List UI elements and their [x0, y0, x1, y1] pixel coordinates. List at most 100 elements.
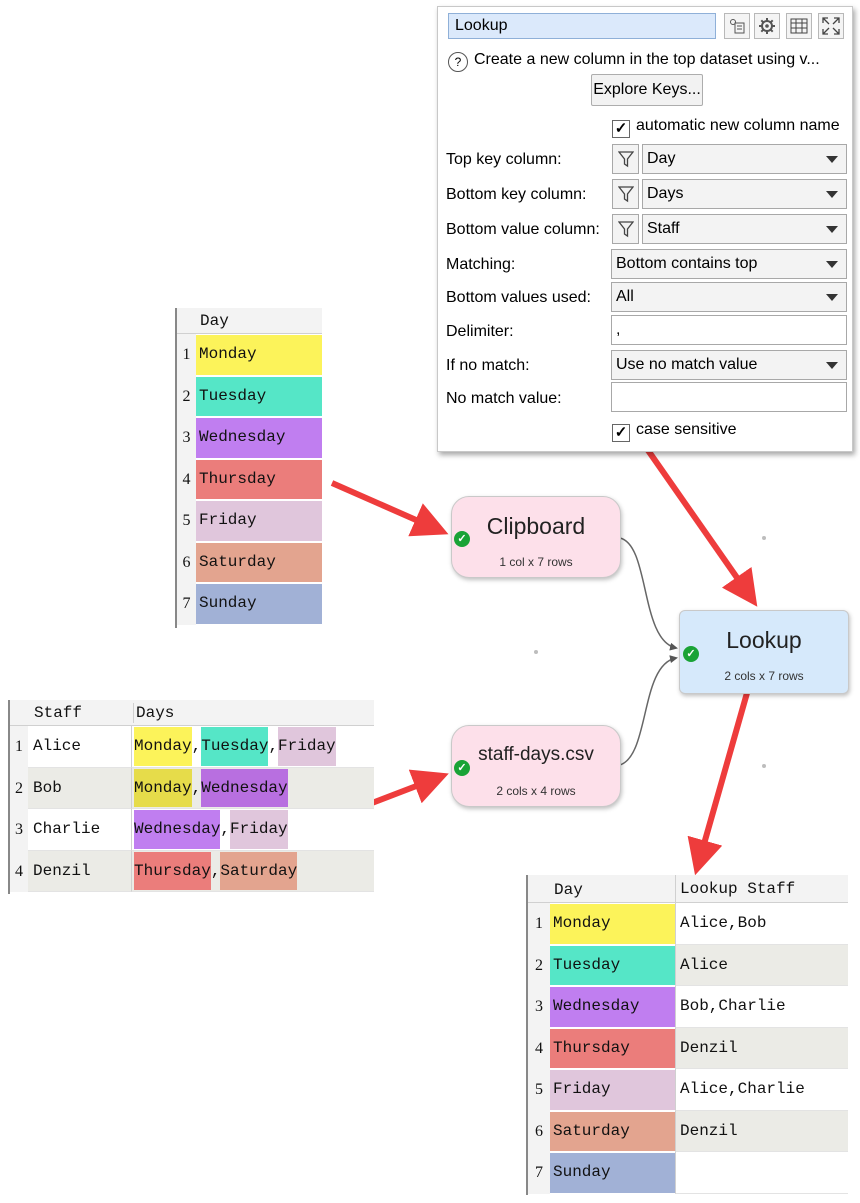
row-number: 5 — [177, 500, 196, 542]
node-title: Lookup — [726, 627, 802, 653]
arrow-lookup-to-result — [687, 692, 750, 876]
connector-csv-lookup — [619, 655, 678, 766]
no-match-value-label: No match value: — [446, 390, 562, 407]
chevron-down-icon — [826, 226, 838, 233]
checkbox-check[interactable]: ✓ — [612, 424, 630, 442]
calculator-icon[interactable] — [724, 13, 750, 39]
row-number: 4 — [528, 1027, 550, 1069]
chevron-down-icon — [826, 156, 838, 163]
auto-column-name-checkbox[interactable]: ✓automatic new column name — [612, 117, 850, 138]
table-cell-day[interactable]: Friday — [550, 1070, 675, 1110]
bottom-key-dropdown[interactable]: Days — [642, 179, 847, 209]
arrow-days-to-clipboard — [330, 480, 449, 537]
table-cell-day[interactable]: Thursday — [196, 459, 322, 499]
node-title: staff-days.csv — [478, 744, 594, 765]
delimiter-token: , — [220, 820, 231, 839]
row-number: 2 — [10, 767, 28, 809]
values-used-label: Bottom values used: — [446, 289, 591, 306]
table-cell-day[interactable]: Wednesday — [550, 987, 675, 1027]
explore-keys-button[interactable]: Explore Keys... — [591, 74, 703, 106]
row-number: 2 — [528, 944, 550, 986]
matching-dropdown[interactable]: Bottom contains top — [611, 249, 847, 279]
row-number: 5 — [528, 1069, 550, 1111]
table-cell-lookup-staff[interactable]: Alice — [675, 944, 848, 986]
table-cell-days[interactable]: Monday,Tuesday,Friday — [131, 726, 374, 768]
table-cell-staff[interactable]: Bob — [28, 767, 131, 809]
table-cell-day[interactable]: Tuesday — [550, 945, 675, 985]
node-subtitle: 2 cols x 7 rows — [724, 669, 804, 683]
arrow-panel-to-lookup — [642, 444, 758, 607]
filter-icon[interactable] — [612, 179, 639, 209]
column-header-staff: Staff — [34, 704, 83, 722]
column-header-day: Day — [200, 312, 229, 330]
table-cell-staff[interactable]: Alice — [28, 726, 131, 768]
delimiter-token: , — [210, 861, 221, 880]
table-cell-day[interactable]: Monday — [550, 904, 675, 944]
panel-title[interactable]: Lookup — [448, 13, 716, 39]
row-number: 3 — [177, 417, 196, 459]
checkbox-check[interactable]: ✓ — [612, 120, 630, 138]
case-sensitive-checkbox[interactable]: ✓case sensitive — [612, 421, 737, 442]
table-cell-lookup-staff[interactable] — [675, 1152, 848, 1194]
row-number: 6 — [177, 541, 196, 583]
delimiter-token: , — [191, 737, 202, 756]
no-match-dropdown[interactable]: Use no match value — [611, 350, 847, 380]
canvas-dot — [762, 536, 766, 540]
row-number: 3 — [10, 809, 28, 851]
connector-clipboard-lookup — [619, 537, 678, 651]
table-cell-days[interactable]: Thursday,Saturday — [131, 850, 374, 892]
table-cell-lookup-staff[interactable]: Denzil — [675, 1110, 848, 1152]
table-cell-day[interactable]: Friday — [196, 501, 322, 541]
table-cell-staff[interactable]: Denzil — [28, 850, 131, 892]
filter-icon[interactable] — [612, 144, 639, 174]
top-key-label: Top key column: — [446, 151, 562, 168]
day-token: Friday — [230, 810, 288, 849]
gear-icon[interactable] — [754, 13, 780, 39]
help-icon[interactable]: ? — [448, 52, 468, 72]
table-icon[interactable] — [786, 13, 812, 39]
row-number: 3 — [528, 986, 550, 1028]
table-cell-days[interactable]: Wednesday,Friday — [131, 809, 374, 851]
check-icon: ✓ — [454, 531, 470, 547]
arrow-staff-to-csv — [370, 769, 449, 806]
clipboard-node[interactable]: Clipboard 1 col x 7 rows ✓ — [451, 496, 621, 578]
chevron-down-icon — [826, 191, 838, 198]
canvas-dot — [762, 764, 766, 768]
chevron-down-icon — [826, 261, 838, 268]
filter-icon[interactable] — [612, 214, 639, 244]
delimiter-token: , — [268, 737, 279, 756]
lookup-node[interactable]: Lookup 2 cols x 7 rows ✓ — [679, 610, 849, 694]
no-match-value-input[interactable] — [611, 382, 847, 412]
top-key-dropdown[interactable]: Day — [642, 144, 847, 174]
table-cell-day[interactable]: Tuesday — [196, 376, 322, 416]
table-cell-day[interactable]: Thursday — [550, 1028, 675, 1068]
check-icon: ✓ — [683, 646, 699, 662]
table-cell-day[interactable]: Saturday — [550, 1111, 675, 1151]
table-header-row — [177, 308, 322, 334]
bottom-value-dropdown[interactable]: Staff — [642, 214, 847, 244]
table-cell-lookup-staff[interactable]: Alice,Bob — [675, 903, 848, 945]
day-token: Thursday — [134, 851, 211, 890]
values-used-dropdown[interactable]: All — [611, 282, 847, 312]
chevron-down-icon — [826, 362, 838, 369]
day-token: Monday — [134, 727, 192, 766]
table-cell-lookup-staff[interactable]: Denzil — [675, 1027, 848, 1069]
column-header-day: Day — [554, 881, 583, 899]
node-subtitle: 1 col x 7 rows — [499, 555, 573, 569]
table-cell-day[interactable]: Saturday — [196, 542, 322, 582]
table-cell-lookup-staff[interactable]: Alice,Charlie — [675, 1069, 848, 1111]
delimiter-input[interactable]: , — [611, 315, 847, 345]
table-cell-day[interactable]: Wednesday — [196, 418, 322, 458]
table-cell-lookup-staff[interactable]: Bob,Charlie — [675, 986, 848, 1028]
table-cell-day[interactable]: Sunday — [196, 584, 322, 624]
table-cell-day[interactable]: Sunday — [550, 1153, 675, 1193]
table-cell-staff[interactable]: Charlie — [28, 809, 131, 851]
maximize-icon[interactable] — [818, 13, 844, 39]
table-cell-days[interactable]: Monday,Wednesday — [131, 767, 374, 809]
row-number: 4 — [177, 458, 196, 500]
table-cell-day[interactable]: Monday — [196, 335, 322, 375]
matching-label: Matching: — [446, 256, 516, 273]
staff-csv-node[interactable]: staff-days.csv 2 cols x 4 rows ✓ — [451, 725, 621, 807]
